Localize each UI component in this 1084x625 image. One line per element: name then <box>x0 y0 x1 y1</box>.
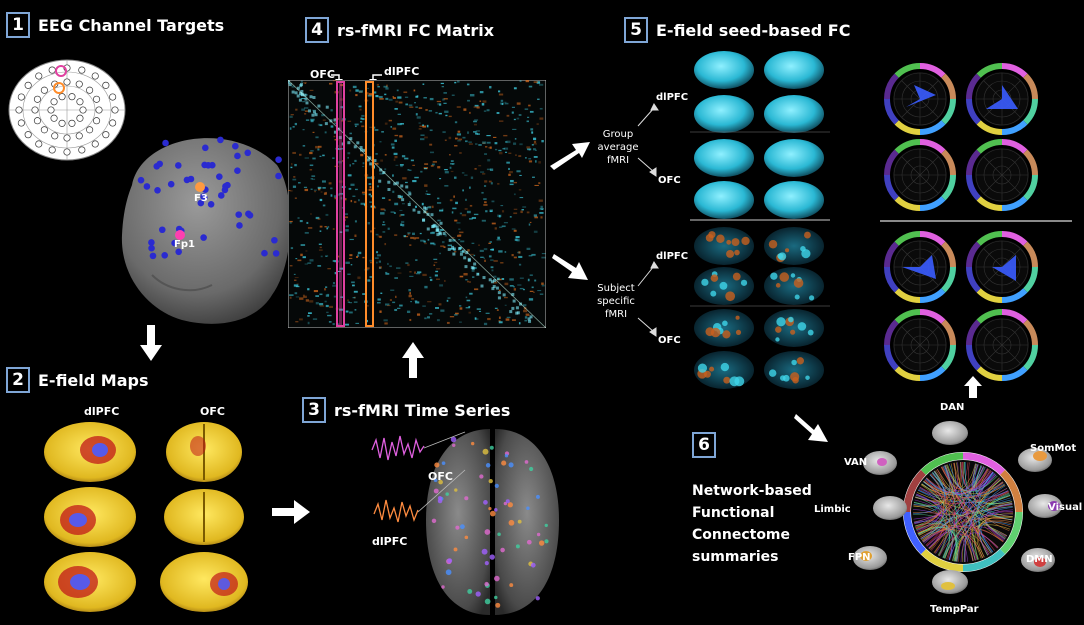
network-label-sommot: SomMot <box>1030 443 1077 454</box>
seed-label-dlpfc-subject: dlPFC <box>656 251 689 262</box>
timeseries-label-ofc: OFC <box>428 470 453 483</box>
arrow-down-1-to-2 <box>140 325 162 361</box>
seed-fc-brains <box>690 51 830 389</box>
step-2-header: 2 E-field Maps <box>6 367 148 393</box>
seed-connector-lines <box>637 103 659 337</box>
head-electrode-model <box>121 136 291 324</box>
seed-label-group: Group average fMRI <box>597 129 639 166</box>
step-5-title: E-field seed-based FC <box>656 20 851 40</box>
summary-line-1: Network-based <box>692 483 812 499</box>
step-5-badge: 5 <box>624 17 648 43</box>
electrode-label-fp1: Fp1 <box>174 239 195 250</box>
step-2-title: E-field Maps <box>38 370 149 390</box>
step-1-title: EEG Channel Targets <box>38 15 225 35</box>
step-3-header: 3 rs-fMRI Time Series <box>302 397 510 423</box>
network-label-fpn: FPN <box>848 552 871 563</box>
connectome-chord-diagram <box>903 452 1023 572</box>
timeseries-label-dlpfc: dlPFC <box>372 535 408 548</box>
step-3-title: rs-fMRI Time Series <box>334 400 511 420</box>
arrow-right-2-to-3 <box>272 500 310 524</box>
network-mini-brains <box>853 421 1062 594</box>
step-5-header: 5 E-field seed-based FC <box>624 17 850 43</box>
arrow-matrix-to-subject <box>552 254 588 280</box>
arrow-up-to-polar <box>964 376 982 398</box>
electrode-label-f3: F3 <box>194 193 208 204</box>
efield-col-label-dlpfc: dlPFC <box>84 405 120 418</box>
summary-line-2: Functional <box>692 505 775 521</box>
axial-brain-parcellation <box>426 429 559 615</box>
timeseries-traces <box>371 431 466 523</box>
step-4-title: rs-fMRI FC Matrix <box>337 20 495 40</box>
step-2-badge: 2 <box>6 367 30 393</box>
seed-label-ofc-subject: OFC <box>658 335 681 346</box>
step-1-header: 1 EEG Channel Targets <box>6 12 224 38</box>
efield-col-label-ofc: OFC <box>200 405 225 418</box>
polar-fingerprint-plots <box>880 63 1072 381</box>
step-6-badge: 6 <box>692 432 716 458</box>
step-4-badge: 4 <box>305 17 329 43</box>
arrow-up-3-to-4 <box>402 342 424 378</box>
network-label-visual: Visual <box>1048 502 1083 513</box>
network-label-temppar: TempPar <box>930 604 979 615</box>
step-6-title: Network-based Functional Connectome summ… <box>692 480 812 568</box>
seed-label-ofc-group: OFC <box>658 175 681 186</box>
eeg-cap-diagram <box>8 59 126 161</box>
network-label-dan: DAN <box>940 402 965 413</box>
summary-line-3: Connectome <box>692 527 791 543</box>
seed-label-subject: Subject specific fMRI <box>597 283 635 320</box>
seed-label-dlpfc-group: dlPFC <box>656 92 689 103</box>
network-label-dmn: DMN <box>1026 554 1053 565</box>
fc-matrix <box>288 80 546 328</box>
network-label-van: VAN <box>844 457 868 468</box>
step-4-header: 4 rs-fMRI FC Matrix <box>305 17 494 43</box>
arrow-seed-to-network <box>794 414 828 442</box>
summary-line-4: summaries <box>692 549 779 565</box>
step-3-badge: 3 <box>302 397 326 423</box>
network-label-limbic: Limbic <box>814 504 851 515</box>
step-1-badge: 1 <box>6 12 30 38</box>
matrix-label-ofc: OFC <box>310 68 335 81</box>
arrow-matrix-to-group <box>550 142 590 170</box>
matrix-label-dlpfc: dlPFC <box>384 65 420 78</box>
efield-brain-grid <box>44 422 248 612</box>
